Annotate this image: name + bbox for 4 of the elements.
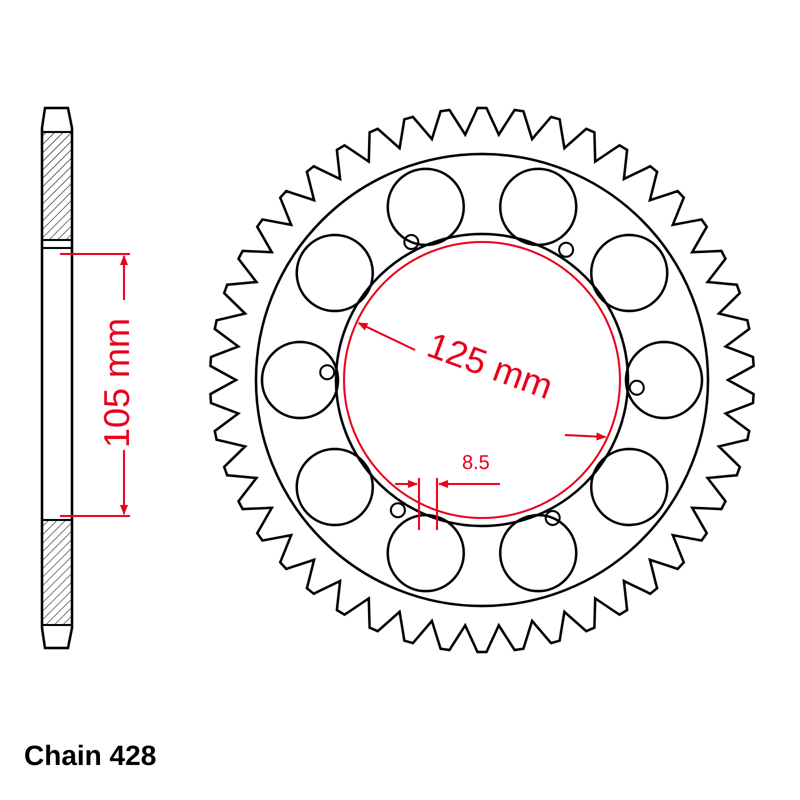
dimension-label: 105 mm — [96, 318, 138, 448]
chain-size-label: Chain 428 — [24, 740, 156, 772]
dimension-label: 125 mm — [422, 324, 558, 408]
dimension-label: 8.5 — [462, 452, 490, 475]
